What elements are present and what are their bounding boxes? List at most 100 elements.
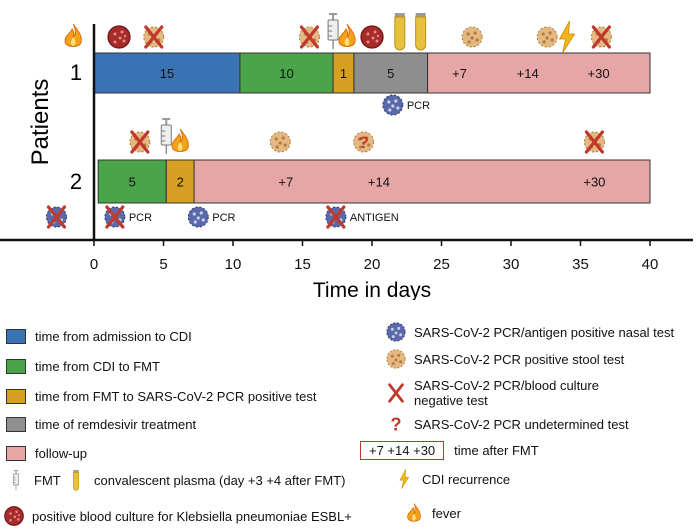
stool-virus-icon	[386, 349, 406, 369]
followup-label-p1-0: +7	[452, 66, 467, 81]
x-tick-label-25: 25	[433, 256, 450, 273]
legend-undetermined: ? SARS-CoV-2 PCR undetermined test	[384, 413, 629, 435]
x-tick-label-40: 40	[642, 256, 659, 273]
legend-cdi-fmt: time from CDI to FMT	[6, 359, 160, 374]
bar-label-p2-0: 5	[129, 175, 136, 190]
bar-label-p1-0: 15	[160, 66, 174, 81]
legend-time-after-fmt: +7 +14 +30 time after FMT	[360, 441, 539, 460]
below-label-p2-2: PCR	[212, 212, 235, 224]
legend-blood-label: positive blood culture for Klebsiella pn…	[32, 508, 352, 524]
legend-stool-label: SARS-CoV-2 PCR positive stool test	[414, 351, 625, 367]
x-tick-label-20: 20	[364, 256, 381, 273]
legend-admission: time from admission to CDI	[6, 329, 192, 344]
icons-layer: PCR PCR PCR ANTIGEN	[46, 12, 611, 228]
legend-remdesivir: time of remdesivir treatment	[6, 417, 196, 432]
legend-fmt-pcr-label: time from FMT to SARS-CoV-2 PCR positive…	[35, 389, 317, 404]
legend-nasal: SARS-CoV-2 PCR/antigen positive nasal te…	[384, 321, 674, 343]
fmt-pcr-swatch	[6, 389, 26, 404]
event-p2-fmt-icon-1	[160, 117, 172, 155]
event-p1-fever-icon-0	[64, 23, 82, 47]
event-p2-negative-test-icon-0	[130, 132, 150, 152]
x-tick-label-5: 5	[159, 256, 167, 273]
event-p1-convalescent-plasma-icon-7	[394, 12, 406, 51]
blood-culture-icon	[4, 506, 24, 526]
followup-label-p2-2: +30	[583, 175, 605, 190]
event-p2-fever-icon-2	[171, 128, 189, 152]
x-ticks: 0 5 10 15 20 25 30 35 40	[90, 240, 659, 273]
below-label-p2-1: PCR	[129, 212, 152, 224]
legend-followup-label: follow-up	[35, 446, 88, 461]
patient-label-1: 1	[70, 60, 82, 85]
nasal-virus-icon	[386, 322, 406, 342]
x-tick-label-10: 10	[225, 256, 242, 273]
svg-text:?: ?	[390, 413, 401, 434]
event-p1-blood-culture-klebsiella-icon-6	[360, 25, 384, 49]
legend-time-after-fmt-label: time after FMT	[454, 443, 539, 458]
followup-label-p2-0: +7	[278, 175, 293, 190]
legend-plasma-label: convalescent plasma (day +3 +4 after FMT…	[94, 472, 346, 488]
x-axis-title: Time in days	[313, 279, 431, 300]
bar-p2-follow-up	[193, 159, 651, 204]
x-tick-label-30: 30	[503, 256, 520, 273]
followup-label-p1-2: +30	[588, 66, 610, 81]
event-p1-blood-culture-klebsiella-icon-1	[107, 25, 131, 49]
legend-fever-label: fever	[432, 505, 461, 521]
legend-negative-label-2: negative test	[414, 393, 488, 408]
bar-p2-cdi-to-fmt	[97, 159, 167, 204]
below-label-p2-3: ANTIGEN	[350, 212, 399, 224]
red-x-icon	[388, 383, 404, 403]
below-p2-negative-test-icon-3	[326, 207, 346, 227]
followup-label-p1-1: +14	[517, 66, 539, 81]
legend-cdi-recurrence-label: CDI recurrence	[422, 471, 511, 487]
event-p1-convalescent-plasma-icon-8	[415, 12, 427, 51]
event-p1-negative-test-icon-12	[591, 27, 611, 47]
bar-p1-follow-up	[427, 52, 651, 94]
syringe-icon	[12, 469, 20, 491]
legend-negative-label-1: SARS-CoV-2 PCR/blood culture	[414, 378, 599, 393]
remdesivir-swatch	[6, 417, 26, 432]
legend-cdi-fmt-label: time from CDI to FMT	[35, 359, 160, 374]
bar-p1-cdi-to-fmt	[239, 52, 334, 94]
legend-fever: fever	[402, 502, 461, 524]
event-p1-fmt-icon-4	[327, 12, 339, 50]
legend-undetermined-label: SARS-CoV-2 PCR undetermined test	[414, 416, 629, 432]
event-p1-fever-icon-5	[338, 23, 356, 47]
patient-label-2: 2	[70, 169, 82, 194]
event-p1-stool-positive-icon-10	[536, 26, 558, 48]
x-tick-label-35: 35	[572, 256, 589, 273]
below-label-p1-0: PCR	[407, 100, 430, 112]
time-after-fmt-badge: +7 +14 +30	[360, 441, 445, 460]
followup-label-p2-1: +14	[368, 175, 390, 190]
bar-label-p1-2: 1	[340, 66, 347, 81]
event-p1-negative-test-icon-2	[144, 27, 164, 47]
bar-p1-remdesivir	[353, 52, 429, 94]
legend-followup: follow-up	[6, 446, 87, 461]
bar-label-p1-1: 10	[279, 66, 293, 81]
legend-fmt-pcr: time from FMT to SARS-CoV-2 PCR positive…	[6, 389, 317, 404]
x-tick-label-15: 15	[294, 256, 311, 273]
event-p2-stool-positive-icon-3	[269, 131, 291, 153]
legend-plasma: convalescent plasma (day +3 +4 after FMT…	[64, 469, 345, 491]
lightning-icon	[399, 468, 410, 490]
plasma-tube-icon	[72, 469, 80, 491]
event-p2-undetermined-test-icon-4	[354, 132, 374, 152]
below-p2-nasal-positive-icon-2	[187, 206, 209, 228]
below-p2-negative-test-icon-1	[105, 207, 125, 227]
legend-admission-label: time from admission to CDI	[35, 329, 192, 344]
event-p2-negative-test-icon-5	[584, 132, 604, 152]
below-p1-nasal-positive-icon-0	[382, 94, 404, 116]
legend-nasal-label: SARS-CoV-2 PCR/antigen positive nasal te…	[414, 324, 675, 340]
cdi-fmt-swatch	[6, 359, 26, 374]
event-p1-stool-positive-icon-9	[461, 26, 483, 48]
x-tick-label-0: 0	[90, 256, 98, 273]
bar-label-p1-3: 5	[387, 66, 394, 81]
legend-cdi-recurrence: CDI recurrence	[392, 468, 510, 490]
event-p1-cdi-recurrence-icon-11	[559, 20, 575, 54]
legend-fmt-label: FMT	[34, 472, 61, 488]
bar-p2-fmt-to-pcr	[165, 159, 195, 204]
bar-p1-admission-to-cdi	[93, 52, 241, 94]
legend-remdesivir-label: time of remdesivir treatment	[35, 417, 197, 432]
legend-blood: positive blood culture for Klebsiella pn…	[2, 505, 352, 527]
